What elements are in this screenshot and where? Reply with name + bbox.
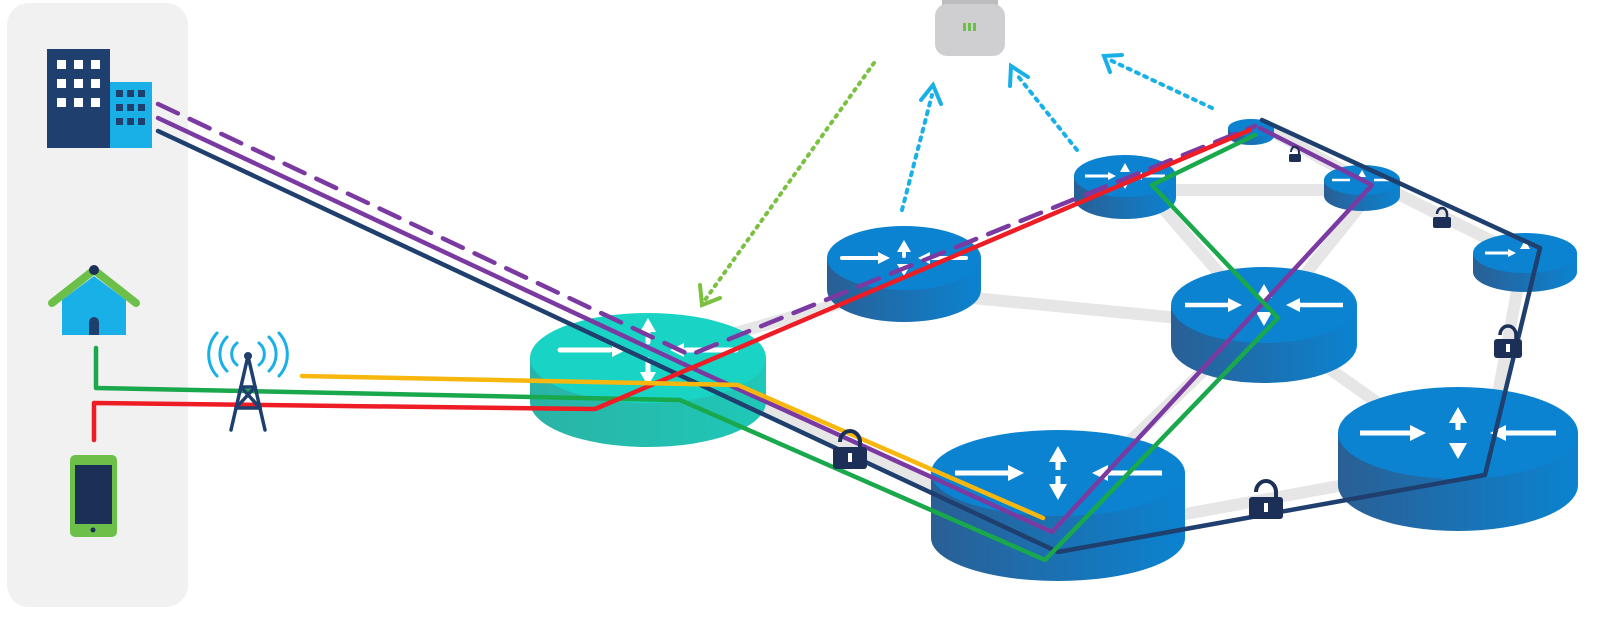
router-icon <box>1360 407 1556 459</box>
padlock-icon <box>833 429 867 469</box>
padlock-icon <box>1289 145 1301 162</box>
provisioning-arrowhead <box>698 283 722 308</box>
network-controller[interactable] <box>935 0 1005 56</box>
router-center[interactable] <box>1171 267 1357 383</box>
telemetry-arrowheads <box>919 53 1124 106</box>
office-building-icon[interactable] <box>47 49 152 148</box>
path-purple-dashed <box>155 101 1258 358</box>
router-mid-left[interactable] <box>827 226 981 322</box>
router-icon <box>1485 240 1530 257</box>
provisioning-arrow <box>703 61 876 302</box>
padlock-icon <box>1494 324 1522 358</box>
path-red <box>91 127 1253 443</box>
house-icon[interactable] <box>48 265 140 335</box>
network-controller-icon <box>963 23 976 31</box>
cell-tower-icon[interactable] <box>207 331 289 432</box>
telemetry-arrows <box>900 58 1214 212</box>
path-orange <box>299 373 1046 521</box>
router-far-right[interactable] <box>1473 233 1577 292</box>
path-green <box>93 132 1281 563</box>
padlock-icon <box>1249 479 1283 519</box>
padlock-icon <box>1433 206 1451 228</box>
path-purple <box>155 115 1375 535</box>
smartphone-icon[interactable] <box>70 455 117 537</box>
router-top-right[interactable] <box>1324 165 1400 211</box>
router-bottom-right[interactable] <box>1338 387 1578 531</box>
